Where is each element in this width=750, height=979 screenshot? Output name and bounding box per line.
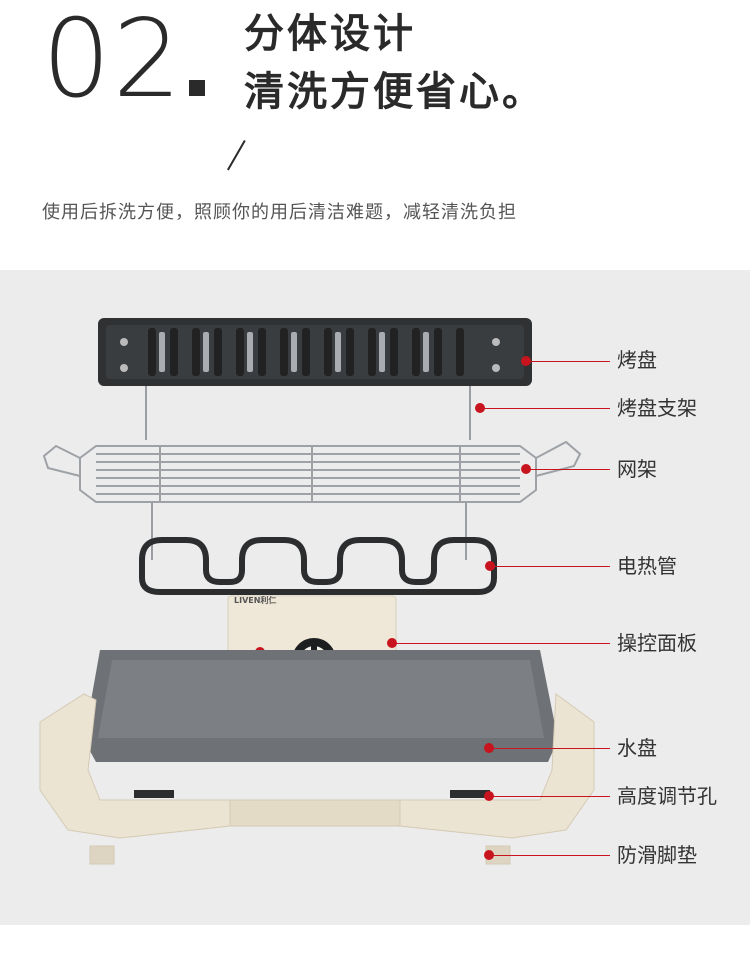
callout-label-control-panel: 操控面板 bbox=[617, 631, 697, 655]
callout-label-water-tray: 水盘 bbox=[617, 736, 657, 760]
leader-line-grill-plate-stand bbox=[480, 408, 610, 409]
grill-plate-stand bbox=[145, 386, 471, 560]
brand-label: LIVEN利仁 bbox=[234, 596, 277, 605]
base-frame bbox=[39, 693, 595, 865]
heating-tube bbox=[139, 537, 497, 595]
leader-line-grill-plate bbox=[526, 361, 610, 362]
decorative-slash bbox=[227, 140, 246, 171]
footer-spacer bbox=[0, 925, 750, 979]
header-section: 02 分体设计 清洗方便省心。 使用后拆洗方便，照顾你的用后清洁难题，减轻清洗负… bbox=[0, 0, 750, 270]
grill-plate bbox=[98, 318, 532, 386]
number-dot bbox=[189, 80, 206, 96]
callout-label-anti-slip-feet: 防滑脚垫 bbox=[617, 843, 697, 867]
section-number-text: 02 bbox=[42, 0, 184, 122]
subtitle: 使用后拆洗方便，照顾你的用后清洁难题，减轻清洗负担 bbox=[42, 202, 517, 223]
callout-label-grill-plate: 烤盘 bbox=[617, 348, 657, 372]
water-tray bbox=[84, 650, 558, 762]
product-exploded-view bbox=[39, 318, 595, 865]
title-line-2: 清洗方便省心。 bbox=[244, 69, 545, 115]
title-line-1: 分体设计 bbox=[244, 11, 416, 57]
leader-line-heating-tube bbox=[490, 566, 610, 567]
wire-rack bbox=[42, 440, 582, 503]
callout-label-height-adjust-hole: 高度调节孔 bbox=[617, 784, 717, 808]
callout-label-wire-rack: 网架 bbox=[617, 457, 657, 481]
section-number: 02 bbox=[42, 6, 206, 114]
callout-label-heating-tube: 电热管 bbox=[617, 554, 677, 578]
callout-label-grill-plate-stand: 烤盘支架 bbox=[617, 396, 697, 420]
leader-line-wire-rack bbox=[526, 469, 610, 470]
leader-line-control-panel bbox=[392, 643, 610, 644]
leader-line-water-tray bbox=[489, 748, 610, 749]
leader-line-anti-slip-feet bbox=[489, 855, 610, 856]
leader-line-height-adjust-hole bbox=[489, 796, 610, 797]
